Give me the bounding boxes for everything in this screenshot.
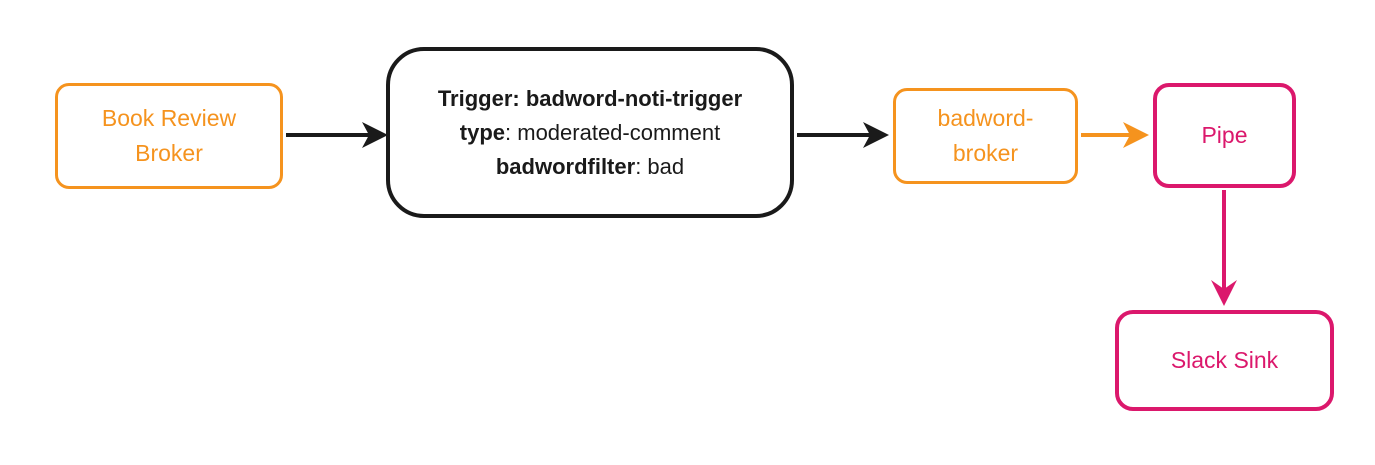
node-trigger: Trigger: badword-noti-trigger type: mode… xyxy=(386,47,794,218)
node-pipe: Pipe xyxy=(1153,83,1296,188)
trigger-line-3: badwordfilter: bad xyxy=(438,150,742,184)
trigger-line-1: Trigger: badword-noti-trigger xyxy=(438,82,742,116)
trigger-type-value: : moderated-comment xyxy=(505,119,721,145)
node-pipe-label: Pipe xyxy=(1201,122,1248,148)
node-slack-sink: Slack Sink xyxy=(1115,310,1334,411)
trigger-text-block: Trigger: badword-noti-trigger type: mode… xyxy=(438,82,742,184)
node-book-review-broker-label: Book Review Broker xyxy=(101,105,237,166)
trigger-type-key: type xyxy=(459,119,506,145)
node-badword-broker-label: badword-broker xyxy=(937,105,1034,166)
trigger-name-label: Trigger: badword-noti-trigger xyxy=(437,85,743,111)
node-book-review-broker: Book Review Broker xyxy=(55,83,283,189)
trigger-filter-key: badwordfilter xyxy=(495,153,636,179)
node-slack-sink-label: Slack Sink xyxy=(1170,347,1279,373)
trigger-filter-value: : bad xyxy=(635,153,685,179)
trigger-line-2: type: moderated-comment xyxy=(438,116,742,150)
node-badword-broker: badword-broker xyxy=(893,88,1078,184)
